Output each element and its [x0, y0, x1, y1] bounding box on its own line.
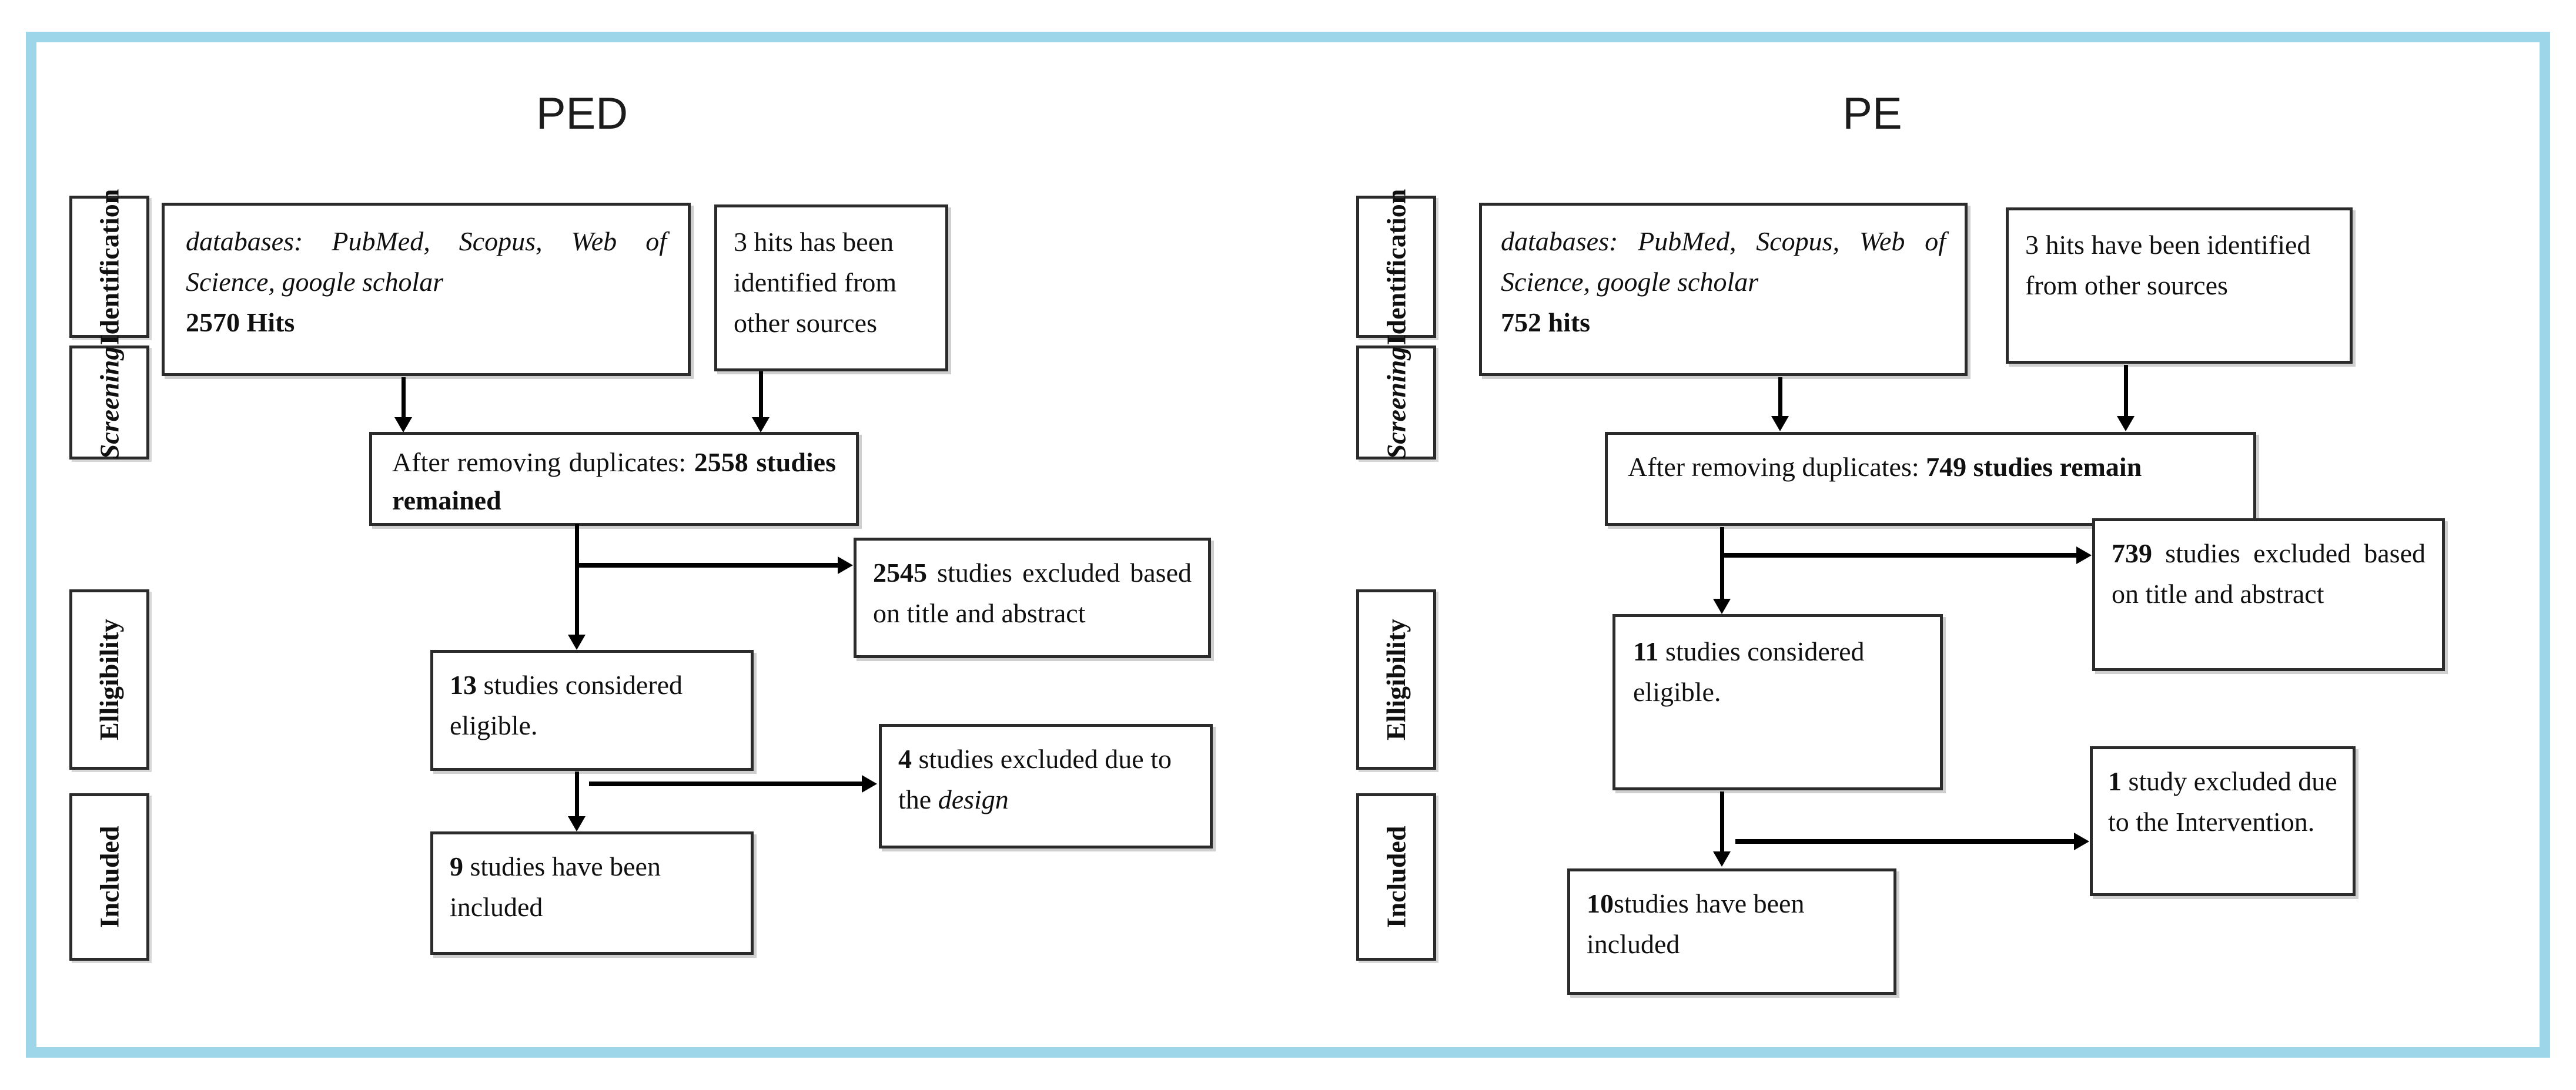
- ped-arrow-eligible-to-included-line: [575, 772, 579, 819]
- ped-identification-box: databases: PubMed, Scopus, Web of Scienc…: [162, 203, 691, 376]
- pe-identification-box: databases: PubMed, Scopus, Web of Scienc…: [1479, 203, 1968, 376]
- ped-included-text: studies have been included: [450, 851, 661, 922]
- pe-other-sources-text: hits have been identified from other sou…: [2025, 230, 2311, 300]
- pe-screening-count: 749 studies remain: [1926, 452, 2142, 482]
- pe-stage-identification: Identification: [1356, 189, 1436, 345]
- pe-stage-included-label: Included: [1381, 826, 1411, 928]
- ped-stage-included: Included: [69, 793, 149, 961]
- pe-screening-box: After removing duplicates: 749 studies r…: [1605, 432, 2256, 526]
- ped-stage-included-label: Included: [94, 826, 125, 928]
- pe-excluded-title-text: studies excluded based on title and abst…: [2112, 538, 2426, 609]
- ped-stage-screening-label: Screening: [94, 346, 125, 459]
- pe-arrow-screening-to-eligible-line: [1720, 527, 1724, 601]
- ped-excluded-design-num: 4: [898, 744, 912, 774]
- ped-arrow-id-to-screening-line: [402, 377, 406, 420]
- ped-other-sources-text: hits has been identified from other sour…: [734, 227, 897, 338]
- pe-other-sources-box: 3 hits have been identified from other s…: [2006, 207, 2353, 364]
- ped-excluded-design-reason: design: [938, 784, 1009, 814]
- ped-arrow-other-to-screening-line: [759, 371, 763, 420]
- pe-eligible-box: 11 studies considered eligible.: [1612, 614, 1943, 790]
- pe-stage-included: Included: [1356, 793, 1436, 961]
- ped-stage-screening: Screening: [69, 346, 149, 460]
- pe-screening-prefix: After removing duplicates:: [1628, 452, 1926, 482]
- pe-arrow-other-to-screening-line: [2124, 365, 2128, 418]
- pe-arrow-to-excluded-title-head: [2076, 546, 2092, 564]
- pe-stage-eligibility-label: Elligibility: [1381, 618, 1411, 741]
- pe-included-num: 10: [1587, 888, 1614, 918]
- ped-screening-count: 2558 studies remained: [392, 447, 837, 516]
- pe-stage-screening: Screening: [1356, 346, 1436, 460]
- pe-eligible-text: studies considered eligible.: [1633, 636, 1865, 707]
- ped-arrow-other-to-screening-head: [752, 417, 770, 432]
- pe-arrow-other-to-screening-head: [2117, 416, 2135, 431]
- ped-other-sources-box: 3 hits has been identified from other so…: [714, 204, 948, 371]
- ped-eligible-box: 13 studies considered eligible.: [430, 650, 754, 771]
- ped-arrow-screening-to-eligible-head: [568, 635, 586, 650]
- ped-excluded-title-num: 2545: [873, 558, 927, 588]
- pe-arrow-eligible-to-included-line: [1720, 791, 1724, 854]
- ped-stage-eligibility-label: Elligibility: [94, 618, 125, 741]
- pe-arrow-id-to-screening-line: [1778, 377, 1782, 418]
- ped-title: PED: [536, 89, 628, 139]
- ped-eligible-num: 13: [450, 670, 477, 700]
- pe-included-box: 10studies have been included: [1567, 868, 1896, 995]
- ped-arrow-to-excluded-title-line: [577, 563, 839, 568]
- ped-excluded-title-abstract-box: 2545 studies excluded based on title and…: [854, 538, 1211, 658]
- pe-arrow-eligible-to-included-head: [1713, 851, 1731, 867]
- ped-arrow-to-excluded-design-head: [862, 775, 877, 793]
- ped-included-num: 9: [450, 851, 463, 881]
- ped-other-sources-num: 3: [734, 227, 747, 257]
- ped-arrow-screening-to-eligible-line: [575, 524, 579, 637]
- ped-screening-box: After removing duplicates: 2558 studies …: [369, 432, 859, 526]
- pe-arrow-to-excluded-title-line: [1722, 553, 2077, 558]
- pe-excluded-title-abstract-box: 739 studies excluded based on title and …: [2092, 518, 2445, 671]
- ped-hits-count: 2570 Hits: [186, 307, 295, 337]
- pe-arrow-id-to-screening-head: [1771, 416, 1789, 431]
- pe-stage-eligibility: Elligibility: [1356, 589, 1436, 770]
- ped-eligible-text: studies considered eligible.: [450, 670, 683, 740]
- pe-arrow-to-excluded-intervention-head: [2074, 833, 2089, 850]
- pe-excluded-intervention-text: study excluded due to the Intervention.: [2108, 766, 2337, 837]
- ped-stage-eligibility: Elligibility: [69, 589, 149, 770]
- pe-excluded-intervention-num: 1: [2108, 766, 2122, 796]
- ped-stage-identification: Identification: [69, 189, 149, 345]
- ped-stage-identification-label: Identification: [94, 189, 125, 345]
- pe-excluded-title-num: 739: [2112, 538, 2152, 568]
- pe-databases-text: databases: PubMed, Scopus, Web of Scienc…: [1501, 226, 1946, 297]
- ped-arrow-to-excluded-title-head: [838, 556, 853, 574]
- ped-included-box: 9 studies have been included: [430, 831, 754, 955]
- ped-arrow-eligible-to-included-head: [568, 816, 586, 831]
- ped-arrow-to-excluded-design-line: [589, 782, 863, 786]
- ped-arrow-id-to-screening-head: [394, 417, 412, 432]
- pe-stage-screening-label: Screening: [1381, 346, 1411, 459]
- pe-hits-count: 752 hits: [1501, 307, 1591, 337]
- pe-eligible-num: 11: [1633, 636, 1659, 666]
- ped-screening-prefix: After removing duplicates:: [392, 447, 694, 477]
- pe-stage-identification-label: Identification: [1381, 189, 1411, 345]
- ped-excluded-title-text: studies excluded based on title and abst…: [873, 558, 1192, 628]
- ped-databases-text: databases: PubMed, Scopus, Web of Scienc…: [186, 226, 667, 297]
- ped-excluded-design-box: 4 studies excluded due to the design: [879, 724, 1213, 848]
- pe-arrow-screening-to-eligible-head: [1713, 599, 1731, 614]
- pe-included-text: studies have been included: [1587, 888, 1805, 959]
- pe-other-sources-num: 3: [2025, 230, 2039, 260]
- pe-title: PE: [1842, 89, 1902, 139]
- pe-arrow-to-excluded-intervention-line: [1735, 839, 2075, 844]
- pe-excluded-intervention-box: 1 study excluded due to the Intervention…: [2090, 746, 2356, 896]
- ped-excluded-design-text: studies excluded due to the: [898, 744, 1172, 814]
